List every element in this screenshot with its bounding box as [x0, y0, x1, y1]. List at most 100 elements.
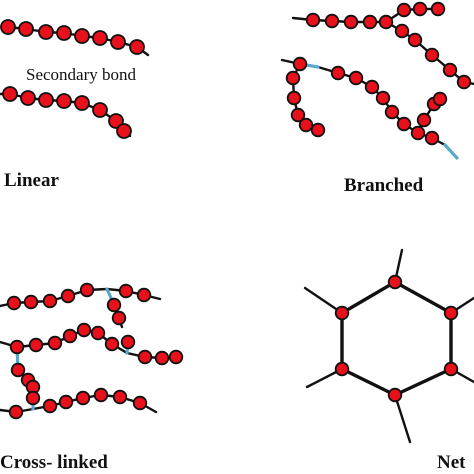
monomer-bead	[79, 282, 95, 298]
monomer-bead	[378, 14, 394, 30]
network-beads	[334, 274, 459, 403]
monomer-bead	[286, 90, 302, 106]
linear-label: Linear	[4, 170, 59, 191]
network-panel: Net	[303, 248, 474, 473]
monomer-bead	[132, 395, 148, 411]
monomer-bead	[9, 339, 25, 355]
network-spoke-upper-left	[303, 286, 344, 315]
network-node	[334, 305, 350, 321]
monomer-bead	[58, 394, 74, 410]
monomer-bead	[111, 310, 127, 326]
monomer-bead	[168, 349, 184, 365]
monomer-bead	[305, 12, 321, 28]
monomer-bead	[6, 295, 22, 311]
monomer-bead	[0, 19, 16, 35]
network-node	[443, 361, 459, 377]
monomer-bead	[62, 328, 78, 344]
monomer-bead	[324, 13, 340, 29]
cross-linked-panel: Cross- linked	[0, 282, 184, 473]
monomer-bead	[348, 70, 364, 86]
branched-secondary-bond-2	[443, 143, 459, 160]
network-node	[443, 305, 459, 321]
monomer-bead	[2, 86, 18, 102]
monomer-bead	[104, 336, 120, 352]
monomer-bead	[394, 23, 410, 39]
monomer-bead	[384, 104, 400, 120]
crosslinked-beads	[6, 282, 184, 420]
monomer-bead	[432, 91, 448, 107]
monomer-bead	[430, 1, 446, 17]
monomer-bead	[38, 24, 54, 40]
monomer-bead	[310, 122, 326, 138]
monomer-bead	[137, 349, 153, 365]
monomer-bead	[92, 30, 108, 46]
monomer-bead	[75, 390, 91, 406]
network-hex-edge-1	[393, 280, 453, 315]
monomer-bead	[136, 287, 152, 303]
network-hex-edge-4	[340, 367, 397, 397]
monomer-bead	[42, 293, 58, 309]
monomer-bead	[120, 334, 136, 350]
monomer-bead	[416, 112, 432, 128]
monomer-bead	[362, 14, 378, 30]
monomer-bead	[375, 90, 391, 106]
monomer-bead	[90, 325, 106, 341]
monomer-bead	[290, 107, 306, 123]
network-label: Net	[437, 452, 466, 473]
linear-beads	[0, 19, 145, 139]
monomer-bead	[410, 125, 426, 141]
network-node	[334, 361, 350, 377]
network-node	[387, 274, 403, 290]
branched-label: Branched	[344, 175, 424, 196]
monomer-bead	[8, 404, 24, 420]
monomer-bead	[118, 283, 134, 299]
monomer-bead	[108, 113, 124, 129]
monomer-bead	[106, 297, 122, 313]
monomer-bead	[154, 350, 170, 366]
monomer-bead	[116, 123, 132, 139]
monomer-bead	[330, 65, 346, 81]
monomer-bead	[25, 390, 41, 406]
monomer-bead	[424, 130, 440, 146]
monomer-bead	[18, 21, 34, 37]
monomer-bead	[93, 387, 109, 403]
monomer-bead	[285, 70, 301, 86]
monomer-bead	[442, 62, 458, 78]
monomer-bead	[76, 322, 92, 338]
monomer-bead	[110, 34, 126, 50]
monomer-bead	[424, 47, 440, 63]
monomer-bead	[343, 14, 359, 30]
monomer-bead	[74, 95, 90, 111]
monomer-bead	[28, 337, 44, 353]
network-spoke-bottom	[393, 393, 412, 444]
monomer-bead	[42, 398, 58, 414]
monomer-bead	[364, 79, 380, 95]
monomer-bead	[56, 25, 72, 41]
monomer-bead	[47, 335, 63, 351]
monomer-bead	[23, 294, 39, 310]
monomer-bead	[112, 389, 128, 405]
monomer-bead	[10, 362, 26, 378]
monomer-bead	[396, 116, 412, 132]
monomer-bead	[60, 288, 76, 304]
branched-panel: Branched	[280, 1, 474, 196]
cross-linked-label: Cross- linked	[0, 452, 108, 473]
monomer-bead	[20, 90, 36, 106]
network-hex-edge-6	[340, 280, 397, 315]
monomer-bead	[129, 39, 145, 55]
crosslinked-chain-3	[0, 393, 158, 414]
monomer-bead	[407, 32, 423, 48]
monomer-bead	[74, 28, 90, 44]
monomer-bead	[56, 93, 72, 109]
monomer-bead	[292, 56, 308, 72]
network-node	[387, 387, 403, 403]
monomer-bead	[396, 2, 412, 18]
monomer-bead	[412, 1, 428, 17]
crosslinked-chain-1	[0, 287, 162, 308]
monomer-bead	[298, 117, 314, 133]
monomer-bead	[456, 74, 472, 90]
network-hex-edge-3	[393, 367, 453, 397]
monomer-bead	[92, 102, 108, 118]
branched-top-branch	[384, 7, 440, 24]
